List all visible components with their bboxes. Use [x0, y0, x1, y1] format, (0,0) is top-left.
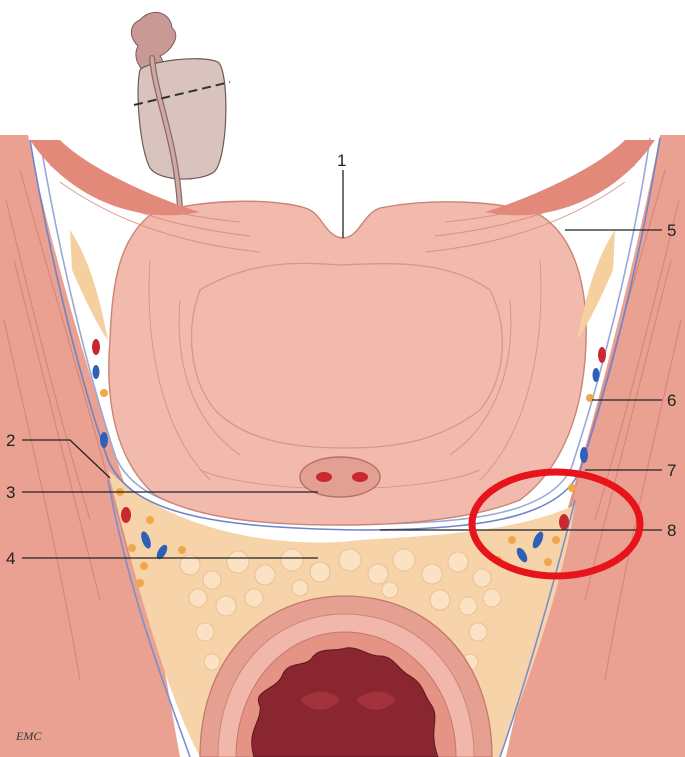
label-3: 3 — [6, 483, 15, 502]
artist-signature: EMC — [15, 729, 42, 743]
label-4: 4 — [6, 549, 15, 568]
label-1: 1 — [337, 151, 346, 170]
label-6: 6 — [667, 391, 676, 410]
urethra — [300, 457, 380, 497]
label-5: 5 — [667, 221, 676, 240]
label-8: 8 — [667, 521, 676, 540]
label-7: 7 — [667, 461, 676, 480]
label-2: 2 — [6, 431, 15, 450]
orientation-inset — [131, 12, 230, 208]
